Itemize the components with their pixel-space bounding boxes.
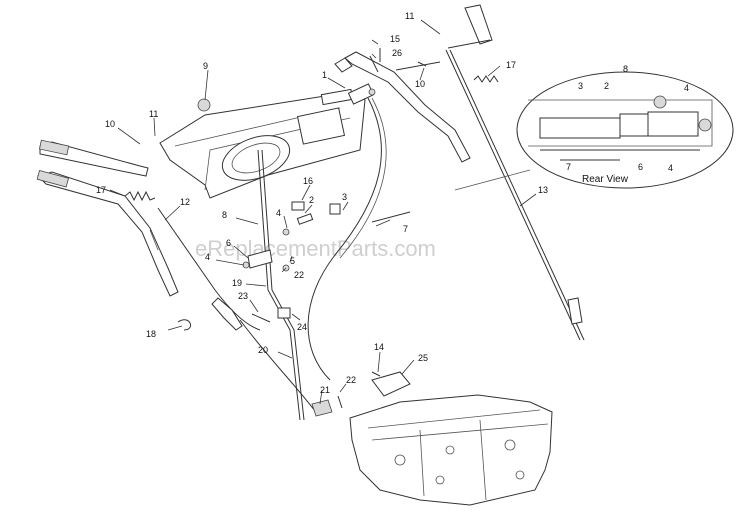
inset-label-7: 7 bbox=[566, 162, 571, 172]
label-26: 26 bbox=[392, 48, 402, 58]
watermark: eReplacementParts.com bbox=[195, 236, 436, 261]
inset-title: Rear View bbox=[582, 174, 629, 185]
inset-label-4-top: 4 bbox=[684, 83, 689, 93]
inset-label-6: 6 bbox=[638, 162, 643, 172]
linkage-cluster bbox=[242, 201, 411, 323]
label-16: 16 bbox=[303, 176, 313, 186]
label-3-mid: 3 bbox=[342, 192, 347, 202]
rear-view-inset bbox=[516, 71, 734, 189]
label-12: 12 bbox=[180, 197, 190, 207]
shift-rod bbox=[257, 149, 301, 421]
inset-label-8: 8 bbox=[623, 64, 628, 74]
clip-18 bbox=[177, 319, 192, 331]
label-22-low: 22 bbox=[346, 375, 356, 385]
dash-panel bbox=[159, 88, 366, 199]
label-7-mid: 7 bbox=[403, 224, 408, 234]
cable-12 bbox=[157, 207, 261, 331]
label-11-left: 11 bbox=[149, 109, 158, 119]
pin-22 bbox=[337, 395, 343, 409]
label-17-left: 17 bbox=[96, 185, 106, 195]
label-14: 14 bbox=[374, 342, 384, 352]
inset-label-2: 2 bbox=[604, 81, 609, 91]
label-22-mid: 22 bbox=[294, 270, 304, 280]
drive-lever bbox=[447, 4, 493, 49]
label-15: 15 bbox=[390, 34, 400, 44]
inset-label-4-bottom: 4 bbox=[668, 163, 673, 173]
lower-handle bbox=[36, 170, 179, 297]
spring-17-right bbox=[473, 75, 499, 83]
label-13: 13 bbox=[538, 185, 548, 195]
label-4-left: 4 bbox=[205, 252, 210, 262]
inset-label-3: 3 bbox=[578, 81, 583, 91]
label-4-mid: 4 bbox=[276, 208, 281, 218]
label-18: 18 bbox=[146, 329, 156, 339]
upper-left-handle bbox=[38, 139, 149, 177]
label-6: 6 bbox=[226, 238, 231, 248]
label-20: 20 bbox=[258, 345, 268, 355]
knob-part bbox=[197, 98, 211, 112]
cable-rod-13 bbox=[445, 49, 581, 341]
label-8-mid: 8 bbox=[222, 210, 227, 220]
bracket-25 bbox=[371, 371, 411, 397]
label-9: 9 bbox=[203, 61, 208, 71]
label-11-top: 11 bbox=[405, 11, 414, 21]
label-21: 21 bbox=[320, 385, 330, 395]
label-1: 1 bbox=[322, 70, 327, 80]
leader-lines bbox=[109, 19, 537, 405]
spring-17-left bbox=[124, 190, 156, 202]
cable-main bbox=[307, 97, 382, 381]
label-17-right: 17 bbox=[506, 60, 516, 70]
label-10-right: 10 bbox=[415, 79, 425, 89]
label-25: 25 bbox=[418, 353, 428, 363]
rod-20 bbox=[239, 319, 319, 416]
label-5: 5 bbox=[290, 256, 295, 266]
label-19: 19 bbox=[232, 278, 242, 288]
label-10-left: 10 bbox=[105, 119, 115, 129]
cable-bracket bbox=[347, 83, 376, 105]
transmission-housing bbox=[349, 394, 553, 506]
plate-21 bbox=[311, 399, 333, 417]
upper-right-handle bbox=[334, 51, 471, 163]
label-24: 24 bbox=[297, 322, 307, 332]
label-23: 23 bbox=[238, 291, 248, 301]
label-2-mid: 2 bbox=[309, 195, 314, 205]
